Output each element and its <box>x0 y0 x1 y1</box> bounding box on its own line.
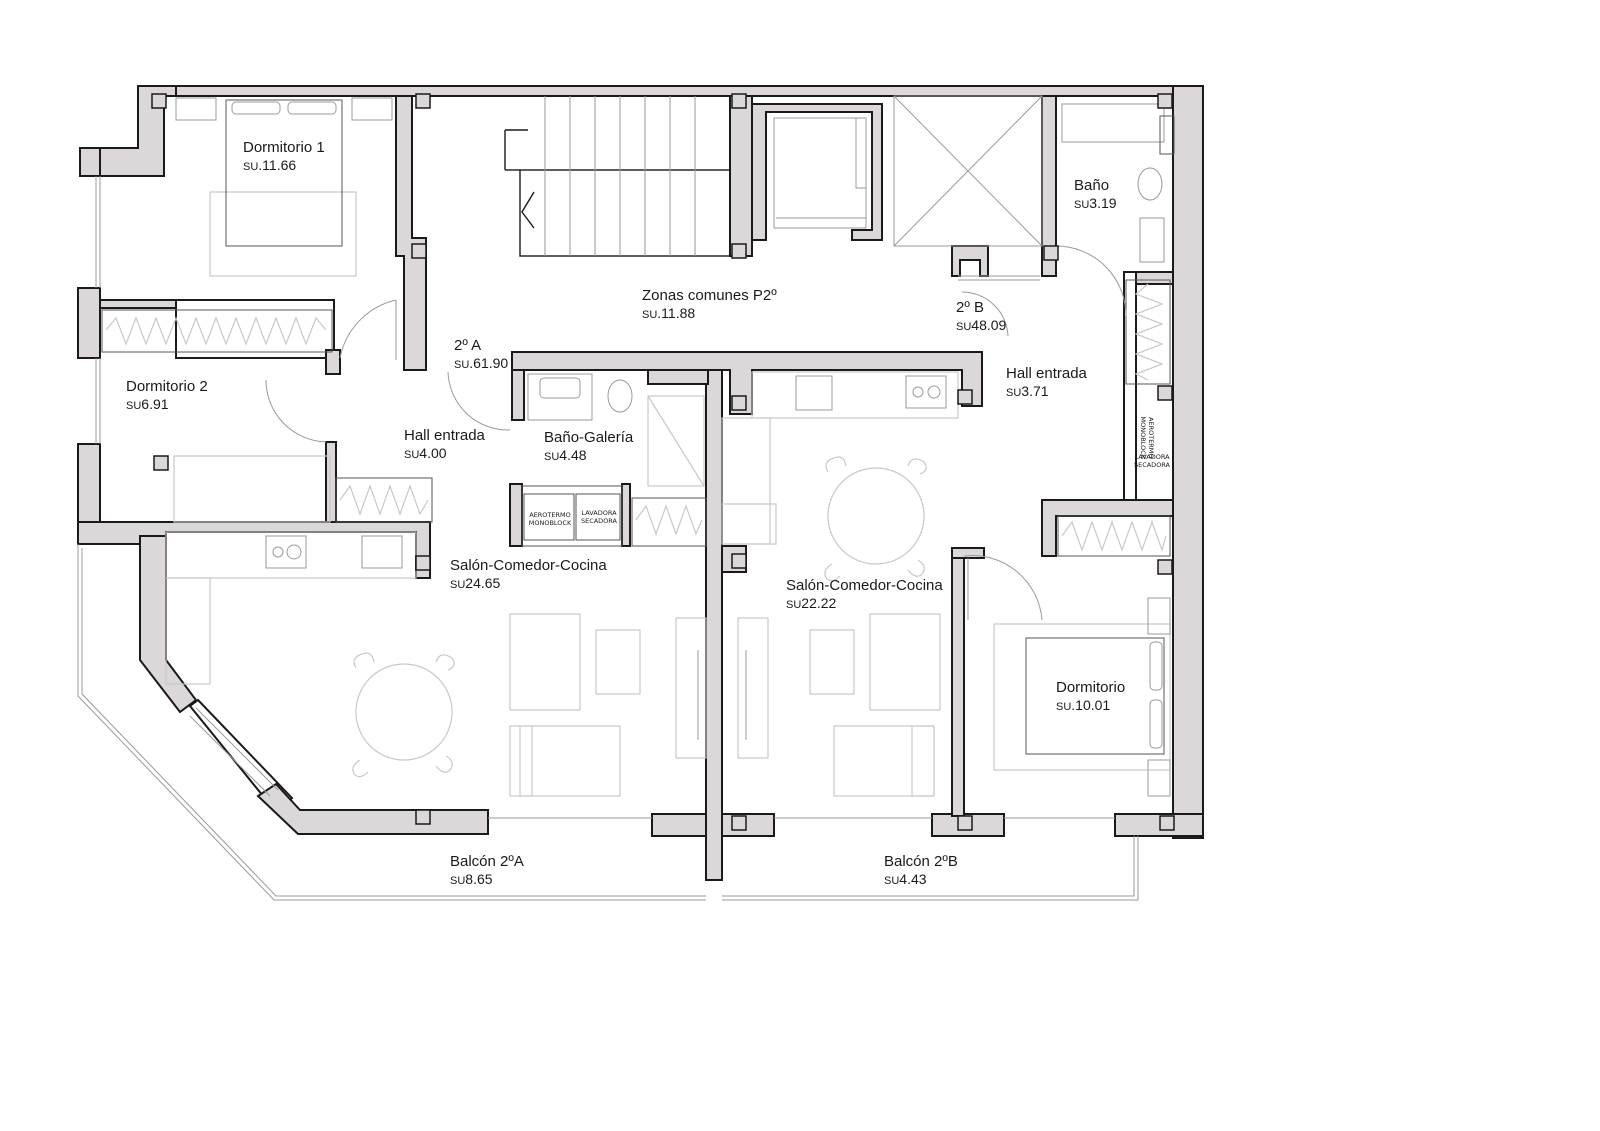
unit-2b: 2º B SU48.09 <box>956 300 1006 333</box>
room-name: Dormitorio 2 <box>126 378 208 395</box>
room-name: Hall entrada <box>404 427 485 444</box>
kitchens <box>165 371 959 685</box>
room-area: SU3.71 <box>1006 383 1049 399</box>
room-name: Baño <box>1074 177 1110 194</box>
room-area: SU6.91 <box>126 396 169 412</box>
unit-name: 2º A <box>454 337 482 354</box>
room-zonas-comunes: Zonas comunes P2º SU.11.88 <box>642 288 777 321</box>
room-dormitorio-2: Dormitorio 2 SU6.91 <box>126 379 208 412</box>
room-name: Hall entrada <box>1006 365 1087 382</box>
room-hall-a: Hall entrada SU4.00 <box>404 428 485 461</box>
interior-walls <box>99 95 1174 881</box>
structural-pillars <box>151 93 1175 831</box>
room-area: SU.10.01 <box>1056 697 1111 713</box>
room-name: Dormitorio <box>1056 679 1126 696</box>
unit-2a: 2º A SU.61.90 <box>454 338 508 371</box>
elevator <box>773 117 867 229</box>
wardrobes <box>101 279 1171 557</box>
room-area: SU24.65 <box>450 575 501 591</box>
balcony-outline <box>77 544 1139 901</box>
bathroom-fixtures <box>521 103 1175 547</box>
room-hall-b: Hall entrada SU3.71 <box>1006 366 1087 399</box>
living-furniture <box>509 613 941 797</box>
doors <box>265 245 1127 621</box>
room-bano-b: Baño SU3.19 <box>1074 178 1117 211</box>
room-name: Salón-Comedor-Cocina <box>786 577 943 594</box>
room-area: SU4.00 <box>404 445 447 461</box>
room-name: Balcón 2ºB <box>884 853 958 870</box>
outer-walls <box>77 85 1204 839</box>
room-balcon-a: Balcón 2ºA SU8.65 <box>450 854 524 887</box>
dining-tables <box>352 456 927 778</box>
room-dormitorio-1: Dormitorio 1 SU.11.66 <box>243 140 325 173</box>
room-name: Zonas comunes P2º <box>642 287 777 304</box>
room-area: SU.11.66 <box>243 157 297 173</box>
appliance-lavadora-b: LAVADORA SECADORA <box>1133 453 1171 469</box>
room-dormitorio-b: Dormitorio SU.10.01 <box>1056 680 1125 713</box>
room-name: Dormitorio 1 <box>243 139 325 156</box>
room-area: SU4.48 <box>544 447 587 463</box>
room-area: SU22.22 <box>786 595 837 611</box>
appliance-lavadora-a: LAVADORA SECADORA <box>580 509 618 525</box>
staircase <box>504 96 731 257</box>
room-name: Salón-Comedor-Cocina <box>450 557 607 574</box>
room-salon-b: Salón-Comedor-Cocina SU22.22 <box>786 578 943 611</box>
room-area: SU.11.88 <box>642 305 696 321</box>
beds <box>173 97 1171 797</box>
room-area: SU8.65 <box>450 871 493 887</box>
unit-name: 2º B <box>956 299 984 316</box>
room-salon-a: Salón-Comedor-Cocina SU24.65 <box>450 558 607 591</box>
room-bano-galeria: Baño-Galería SU4.48 <box>544 430 633 463</box>
windows <box>95 176 1115 819</box>
unit-area: SU.61.90 <box>454 355 509 371</box>
unit-area: SU48.09 <box>956 317 1007 333</box>
room-name: Baño-Galería <box>544 429 634 446</box>
room-name: Balcón 2ºA <box>450 853 524 870</box>
room-balcon-b: Balcón 2ºB SU4.43 <box>884 854 958 887</box>
room-area: SU3.19 <box>1074 195 1117 211</box>
appliance-aerotermo-a: AEROTERMO MONOBLOCK <box>528 511 572 527</box>
room-area: SU4.43 <box>884 871 927 887</box>
shaft <box>893 95 1043 247</box>
